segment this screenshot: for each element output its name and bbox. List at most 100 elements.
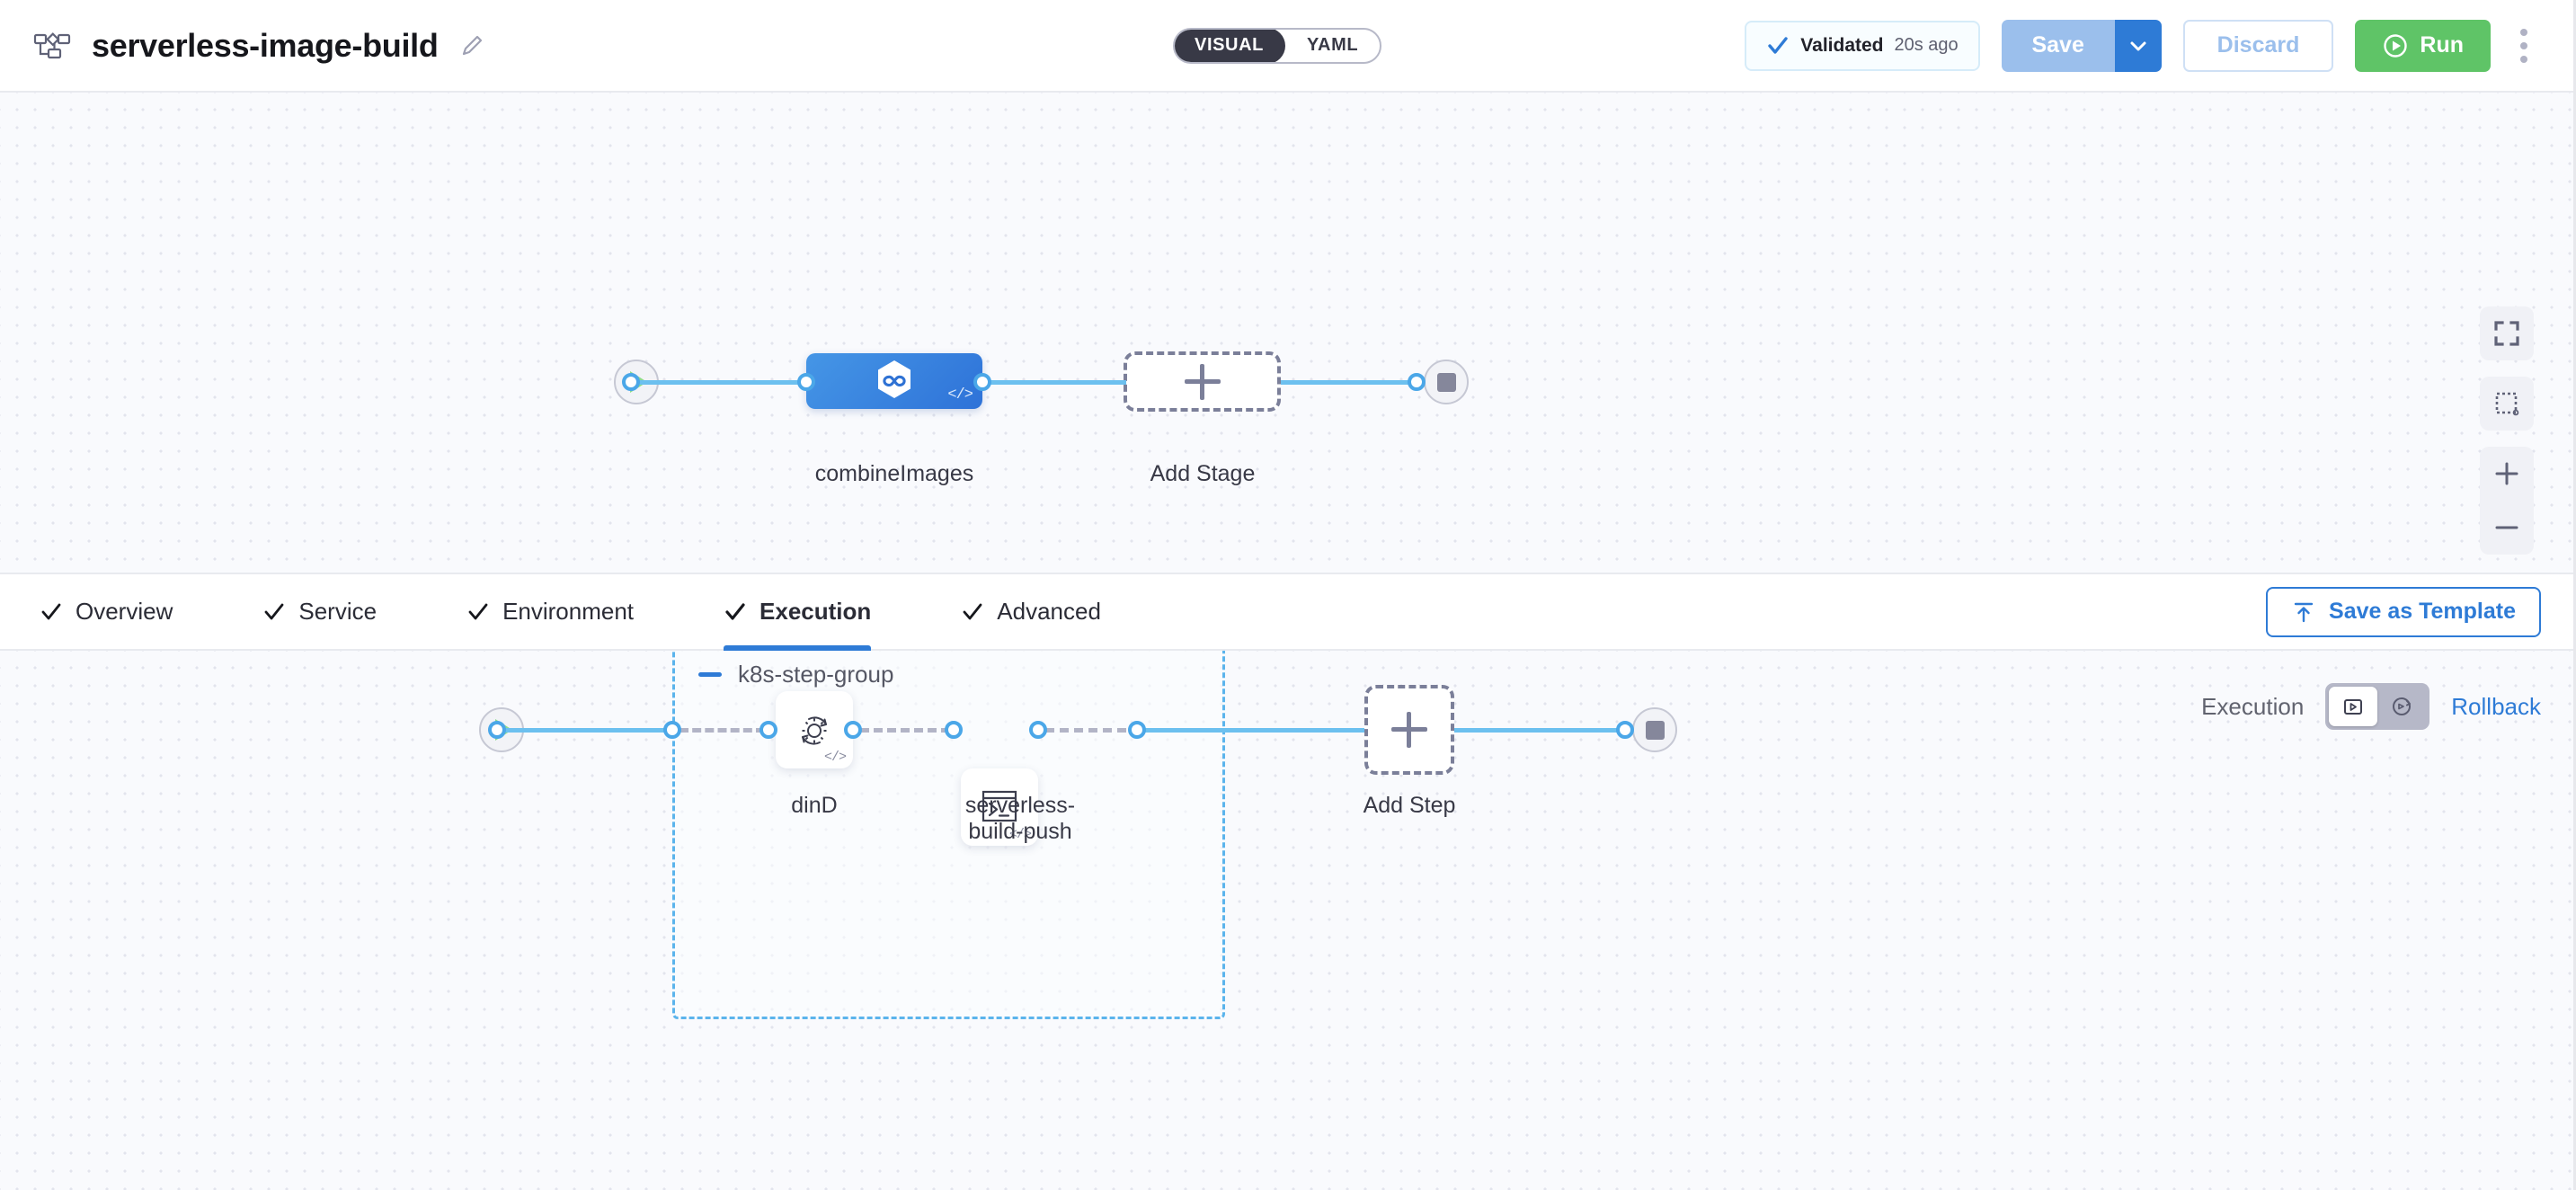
tab-execution[interactable]: Execution — [724, 574, 905, 651]
plus-icon — [1391, 712, 1427, 748]
step-group-title: k8s-step-group — [738, 661, 894, 688]
execution-rollback-switcher: Execution Rollback — [2201, 683, 2541, 730]
chevron-down-icon — [2130, 41, 2146, 50]
step-node-dind[interactable]: </> — [776, 691, 853, 768]
plus-icon — [1184, 363, 1221, 400]
rollback-mode-label[interactable]: Rollback — [2451, 692, 2541, 720]
connector-start-to-stage — [631, 380, 806, 385]
zoom-controls — [2480, 447, 2534, 555]
kebab-dot — [2520, 41, 2527, 49]
start-output-port[interactable] — [622, 373, 640, 391]
execution-canvas[interactable]: Execution Rollback — [0, 651, 2573, 1190]
connector-serverless-to-exit — [1045, 728, 1126, 733]
mode-yaml[interactable]: YAML — [1306, 35, 1359, 55]
end-circle — [1632, 707, 1677, 752]
tab-label: Service — [298, 598, 378, 625]
tab-label: Environment — [502, 598, 635, 625]
terminal-icon — [982, 790, 1017, 822]
toggle-execution-option[interactable] — [2329, 687, 2378, 726]
step-serverless-input-port[interactable] — [945, 721, 963, 739]
stop-square-icon — [1645, 720, 1665, 740]
visual-yaml-toggle[interactable]: VISUAL YAML — [1173, 27, 1382, 64]
discard-button[interactable]: Discard — [2182, 19, 2334, 72]
more-vertical-icon[interactable] — [2507, 20, 2541, 72]
tab-label: Overview — [76, 598, 173, 625]
pencil-edit-icon[interactable] — [458, 32, 485, 59]
add-step-button[interactable] — [1364, 685, 1454, 775]
stage-output-port[interactable] — [973, 373, 991, 391]
execution-mode-label[interactable]: Execution — [2201, 692, 2305, 720]
status-badge: Validated 20s ago — [1745, 20, 1980, 71]
execution-end-port[interactable] — [1616, 721, 1634, 739]
step-group-input-port[interactable] — [663, 721, 681, 739]
stage-canvas[interactable]: </> combineImages Add Stage — [0, 93, 2573, 573]
check-icon — [725, 602, 745, 620]
connector-dind-to-serverless — [860, 728, 950, 733]
save-as-template-button[interactable]: Save as Template — [2266, 586, 2541, 637]
minus-icon — [2495, 526, 2518, 529]
tab-advanced[interactable]: Advanced — [961, 574, 1135, 649]
fit-to-screen-button[interactable] — [2480, 306, 2534, 360]
execution-end-node[interactable] — [1632, 707, 1677, 752]
pipeline-end-node[interactable] — [1424, 360, 1469, 404]
app-header: serverless-image-build VISUAL YAML Valid… — [0, 0, 2573, 93]
run-label: Run — [2420, 32, 2464, 58]
step-label: serverless- build-push — [964, 793, 1076, 844]
harness-build-hexagon-icon — [878, 360, 910, 398]
gear-rotate-icon — [802, 716, 827, 745]
add-stage-label: Add Stage — [1150, 461, 1256, 486]
canvas-controls — [2480, 306, 2534, 555]
header-right: Validated 20s ago Save Discard Run — [1745, 0, 2573, 91]
save-button[interactable]: Save — [2001, 19, 2115, 72]
check-icon — [264, 603, 284, 619]
tab-environment[interactable]: Environment — [466, 574, 668, 649]
tab-overview[interactable]: Overview — [40, 574, 207, 649]
step-label: dinD — [791, 793, 838, 818]
step-group-k8s[interactable]: k8s-step-group — [672, 651, 1225, 1019]
toggle-rollback-option[interactable] — [2377, 687, 2426, 726]
page-title: serverless-image-build — [92, 26, 439, 64]
stage-label: combineImages — [814, 461, 974, 486]
mode-visual[interactable]: VISUAL — [1175, 29, 1285, 62]
rollback-clock-icon — [2393, 697, 2412, 715]
add-stage-button[interactable] — [1124, 351, 1281, 412]
stage-tabbar: Overview Service Environment Execution — [0, 573, 2573, 651]
code-badge: </> — [947, 386, 973, 404]
step-dind-input-port[interactable] — [759, 721, 777, 739]
step-group-output-port[interactable] — [1128, 721, 1146, 739]
step-dind-output-port[interactable] — [844, 721, 862, 739]
tab-service[interactable]: Service — [262, 574, 411, 649]
connector-addstep-to-end — [1454, 728, 1625, 733]
kebab-dot — [2520, 28, 2527, 36]
code-badge: </> — [1008, 827, 1032, 842]
connector-stage-to-addstage — [982, 380, 1126, 385]
step-node-serverless-build-push[interactable]: </> — [961, 768, 1038, 846]
end-input-port[interactable] — [1408, 373, 1426, 391]
stage-card[interactable]: </> — [806, 353, 982, 409]
stage-node-combineimages[interactable]: </> — [806, 353, 982, 409]
check-icon — [1768, 36, 1788, 54]
execution-play-box-icon — [2344, 699, 2363, 715]
save-dropdown-button[interactable] — [2114, 19, 2162, 72]
check-icon — [468, 603, 488, 619]
selection-box-button[interactable] — [2480, 377, 2534, 431]
run-button[interactable]: Run — [2355, 19, 2491, 72]
code-badge: </> — [823, 750, 847, 765]
execution-rollback-toggle[interactable] — [2325, 683, 2430, 730]
check-icon — [41, 603, 61, 619]
kebab-dot — [2520, 55, 2527, 63]
add-step-label: Add Step — [1363, 793, 1456, 818]
step-serverless-output-port[interactable] — [1029, 721, 1047, 739]
save-split-button: Save — [2001, 19, 2162, 72]
execution-start-port[interactable] — [488, 721, 506, 739]
connector-group-entry — [680, 728, 765, 733]
header-center: VISUAL YAML — [1173, 27, 1382, 64]
save-as-template-label: Save as Template — [2329, 599, 2516, 624]
zoom-out-button[interactable] — [2480, 501, 2534, 555]
minus-collapse-icon[interactable] — [698, 672, 722, 677]
stage-input-port[interactable] — [797, 373, 815, 391]
end-circle — [1424, 360, 1469, 404]
zoom-in-button[interactable] — [2480, 447, 2534, 501]
stop-square-icon — [1436, 372, 1456, 392]
validated-label: Validated — [1800, 34, 1884, 56]
